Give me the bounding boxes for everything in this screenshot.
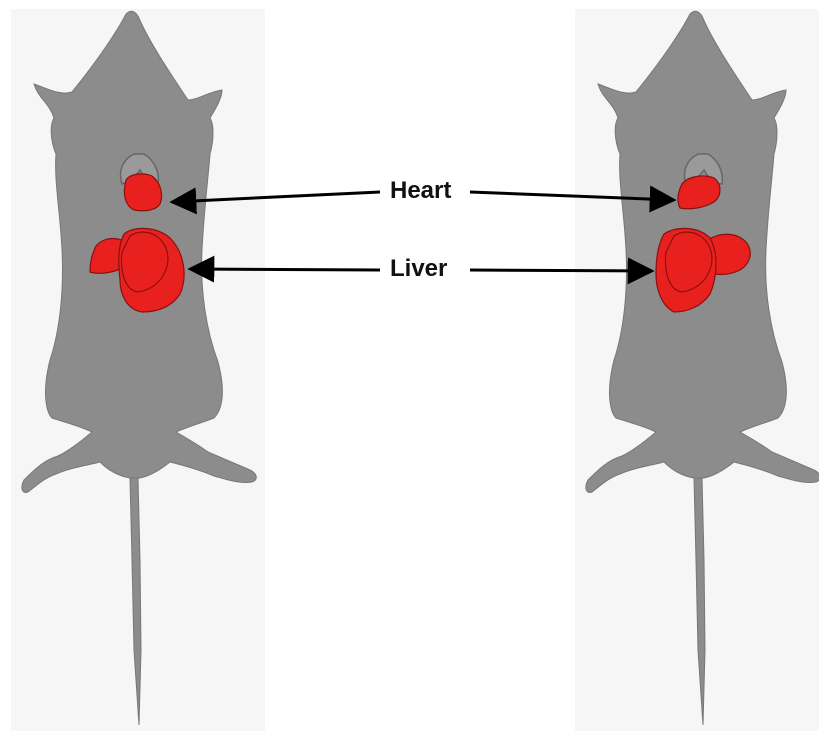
liver-arrow-right — [470, 270, 652, 271]
right-mouse — [586, 11, 819, 725]
left-heart-organ — [124, 174, 161, 211]
heart-label: Heart — [386, 179, 455, 203]
liver-arrow-left — [190, 269, 380, 270]
left-mouse — [22, 11, 256, 725]
liver-label: Liver — [386, 257, 451, 281]
